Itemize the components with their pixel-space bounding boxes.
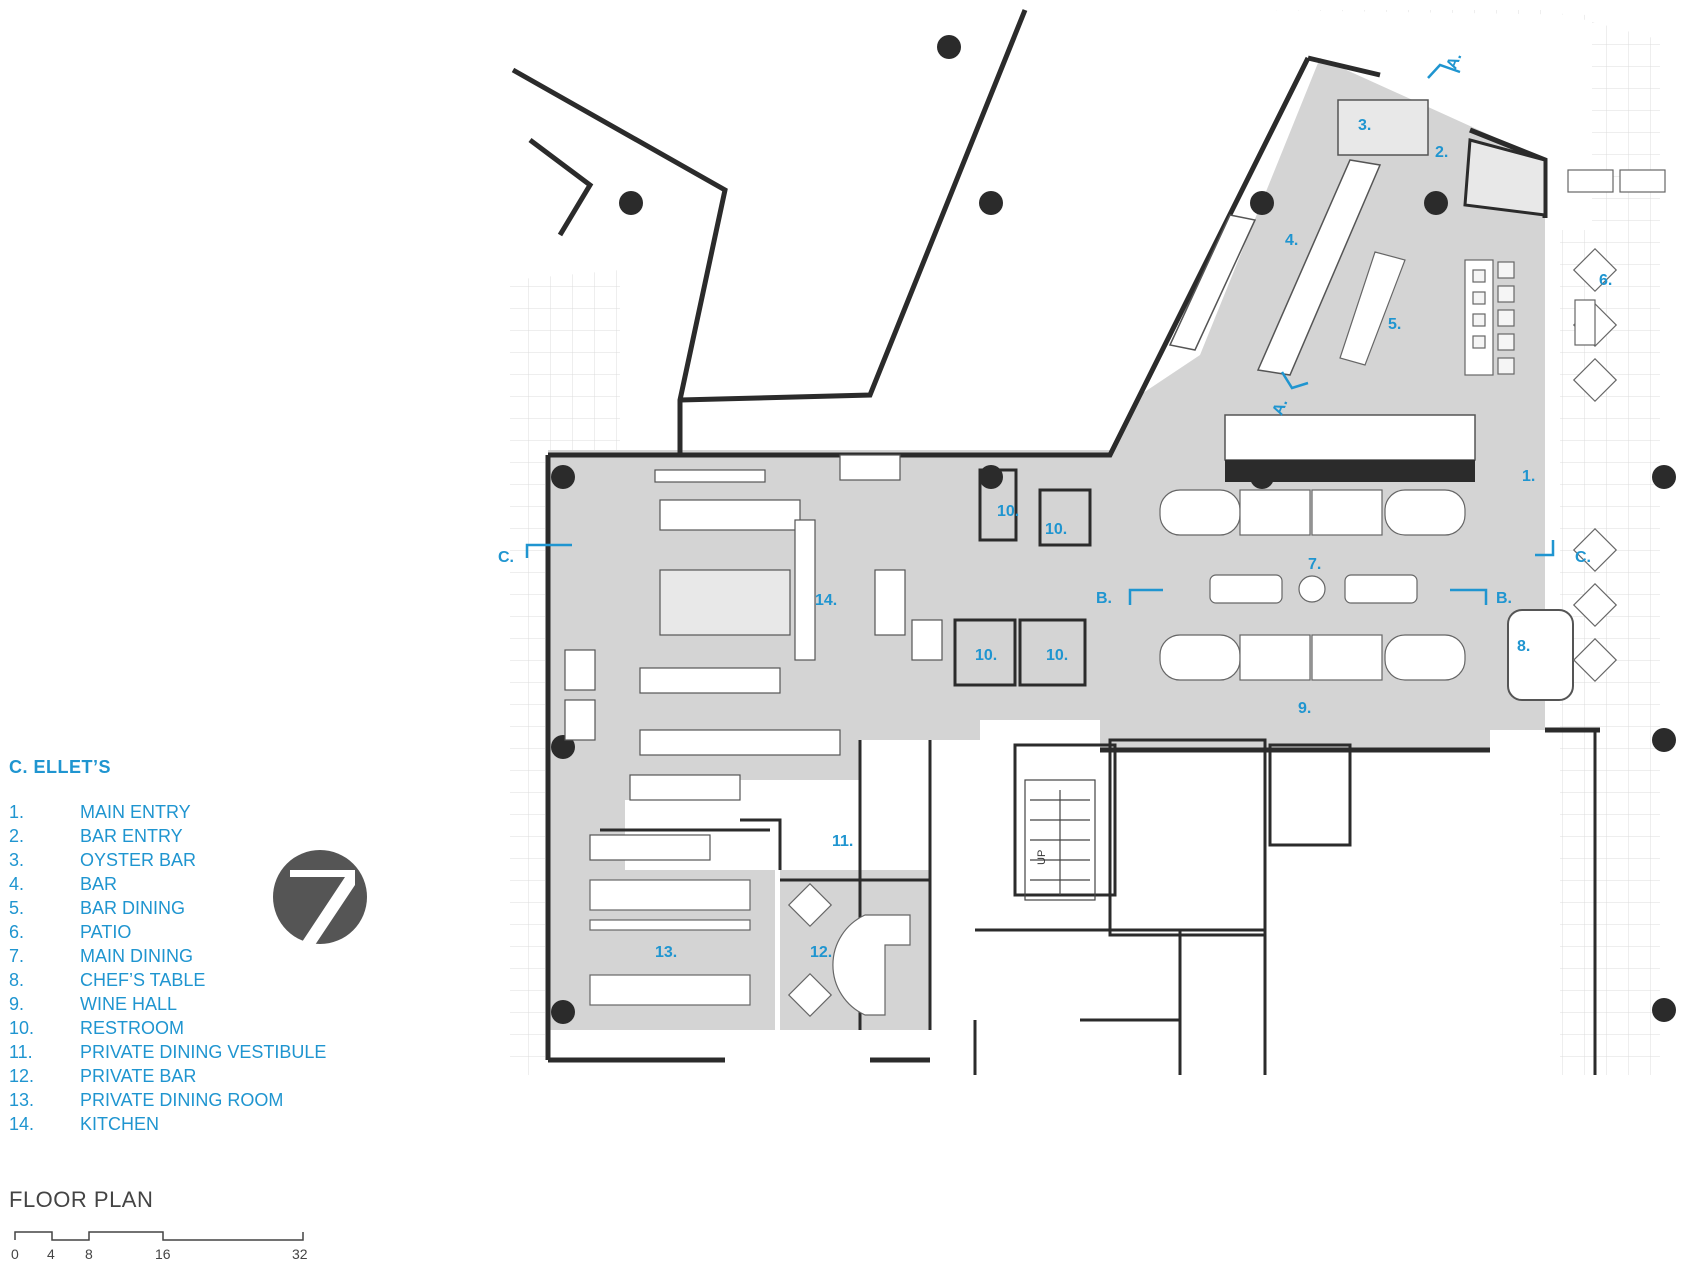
legend-item-label: MAIN ENTRY [80, 802, 191, 822]
section-label-b-right: B. [1496, 590, 1512, 607]
legend-item-number: 7. [9, 946, 25, 966]
legend-item-number: 8. [9, 970, 25, 990]
bar-dining-tables [1339, 251, 1515, 376]
scale-bar [14, 1231, 304, 1241]
legend-item-number: 4. [9, 874, 25, 894]
legend-item: 12. PRIVATE BAR [9, 1064, 326, 1088]
walls [511, 9, 1600, 1063]
legend-item: 9. WINE HALL [9, 992, 326, 1016]
room-label-10d: 10. [1046, 647, 1068, 664]
legend-item-number: 6. [9, 922, 25, 942]
legend-item-label: PRIVATE DINING VESTIBULE [80, 1042, 327, 1062]
legend-item: 11. PRIVATE DINING VESTIBULE [9, 1040, 326, 1064]
legend-item-number: 3. [9, 850, 25, 870]
legend-item: 2. BAR ENTRY [9, 824, 326, 848]
oyster-bar-counter [1337, 99, 1429, 156]
room-label-10b: 10. [1045, 521, 1067, 538]
patio-tables [1567, 169, 1666, 683]
room-label-9: 9. [1298, 700, 1311, 717]
legend-item-label: BAR [80, 874, 118, 894]
legend-item-label: PATIO [80, 922, 132, 942]
room-label-5: 5. [1388, 316, 1401, 333]
legend-item-label: KITCHEN [80, 1114, 160, 1134]
room-label-4: 4. [1285, 232, 1298, 249]
bar-entry-vestibule [1463, 138, 1547, 217]
scale-label-8: 8 [85, 1246, 93, 1262]
main-dining-tables [1159, 489, 1466, 681]
legend-item-label: WINE HALL [80, 994, 178, 1014]
room-label-13: 13. [655, 944, 677, 961]
scale-label-4: 4 [47, 1246, 55, 1262]
kitchen-equipment [564, 454, 943, 861]
legend-title: C. ELLET’S [9, 757, 112, 777]
section-label-c-right: C. [1575, 549, 1591, 566]
room-label-10c: 10. [975, 647, 997, 664]
legend-item: 3. OYSTER BAR [9, 848, 326, 872]
booth-row [1224, 414, 1476, 461]
legend-item-number: 11. [9, 1042, 33, 1062]
legend-item-number: 1. [9, 802, 25, 822]
north-arrow-icon [273, 850, 367, 945]
section-label-c-left: C. [498, 549, 514, 566]
section-label-a-bottom: A. [1270, 397, 1292, 418]
legend-item: 13. PRIVATE DINING ROOM [9, 1088, 326, 1112]
legend-item-label: PRIVATE DINING ROOM [80, 1090, 284, 1110]
legend: C. ELLET’S 1. MAIN ENTRY 2. BAR ENTRY 3. OYST… [9, 757, 326, 1136]
legend-item-number: 5. [9, 898, 25, 918]
scale-label-32: 32 [292, 1246, 308, 1262]
legend-item-number: 2. [9, 826, 25, 846]
legend-item-number: 10. [9, 1018, 35, 1038]
legend-item-number: 12. [9, 1066, 35, 1086]
interior-walls [600, 468, 1597, 1075]
room-label-6: 6. [1599, 272, 1612, 289]
scale-label-0: 0 [11, 1246, 19, 1262]
legend-item-label: BAR DINING [80, 898, 186, 918]
room-label-7: 7. [1308, 556, 1321, 573]
room-label-1: 1. [1522, 468, 1535, 485]
legend-item: 8. CHEF’S TABLE [9, 968, 326, 992]
chefs-table [1507, 609, 1574, 701]
legend-item-label: PRIVATE BAR [80, 1066, 197, 1086]
legend-item: 1. MAIN ENTRY [9, 800, 326, 824]
room-label-3: 3. [1358, 117, 1371, 134]
section-label-a-top: A. [1444, 51, 1466, 72]
legend-item: 4. BAR [9, 872, 326, 896]
legend-item: 5. BAR DINING [9, 896, 326, 920]
booth-back-wall [1225, 460, 1475, 482]
legend-item: 10. RESTROOM [9, 1016, 326, 1040]
legend-item-label: BAR ENTRY [80, 826, 183, 846]
legend-item: 7. MAIN DINING [9, 944, 326, 968]
legend-item: 14. KITCHEN [9, 1112, 326, 1136]
stair-up-label: UP [1036, 850, 1048, 865]
legend-item-number: 9. [9, 994, 25, 1014]
floor-plan-title: FLOOR PLAN [9, 1187, 154, 1212]
bar-counter [1168, 159, 1382, 376]
room-label-2: 2. [1435, 144, 1448, 161]
private-dining-tables [589, 879, 911, 1018]
room-label-12: 12. [810, 944, 832, 961]
room-label-14: 14. [815, 592, 837, 609]
west-grid-area [510, 270, 620, 1075]
legend-item-number: 14. [9, 1114, 35, 1134]
stair [1024, 779, 1096, 901]
scale-label-16: 16 [155, 1246, 171, 1262]
room-label-8: 8. [1517, 638, 1530, 655]
legend-item-number: 13. [9, 1090, 35, 1110]
legend-item-label: RESTROOM [80, 1018, 185, 1038]
section-marker-lines [525, 63, 1555, 605]
room-label-11: 11. [832, 833, 853, 850]
legend-item-label: OYSTER BAR [80, 850, 197, 870]
legend-item-label: CHEF’S TABLE [80, 970, 206, 990]
legend-item-label: MAIN DINING [80, 946, 194, 966]
legend-item: 6. PATIO [9, 920, 326, 944]
section-label-b-left: B. [1096, 590, 1112, 607]
room-label-10a: 10. [997, 503, 1019, 520]
